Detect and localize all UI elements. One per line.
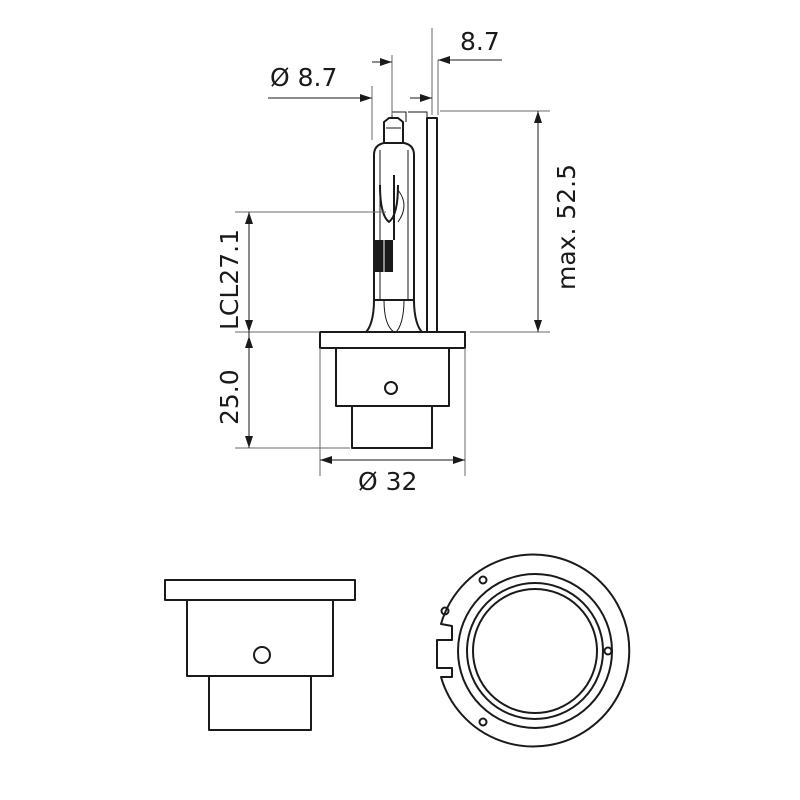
dim-lcl: LCL27.1 [215, 211, 386, 333]
base-side-flange [164, 579, 356, 601]
label-base-height: 25.0 [215, 369, 244, 425]
dim-base-diameter: Ø 32 [319, 348, 466, 496]
arc-chamber [379, 184, 399, 223]
label-lcl: LCL27.1 [215, 229, 244, 330]
label-max-length: max. 52.5 [552, 164, 581, 290]
base-hole [384, 381, 398, 395]
base-body [335, 347, 450, 407]
base-plug [351, 405, 433, 449]
dim-bulb-diameter: Ø 8.7 [268, 55, 393, 140]
base-top-mark-4 [478, 717, 488, 727]
base-side-hole [253, 646, 271, 664]
base-top-inner-ring [466, 582, 604, 720]
return-wire [426, 117, 438, 333]
base-side-plug [208, 675, 312, 731]
bulb-glass [373, 142, 415, 300]
dim-base-height: 25.0 [215, 332, 350, 449]
base-side-body [186, 599, 334, 677]
base-top-mark-1 [478, 575, 488, 585]
lamp-side-view [319, 111, 466, 449]
dim-max-length: max. 52.5 [440, 110, 581, 333]
label-base-diameter: Ø 32 [358, 467, 417, 496]
base-top-mark-2 [440, 606, 450, 616]
base-top-ring [457, 573, 613, 729]
bulb-neck-right [413, 299, 423, 333]
base-top-mark-3 [603, 646, 613, 656]
base-side-view [164, 579, 356, 731]
dim-wire-width: 8.7 [410, 27, 502, 115]
label-bulb-diameter: Ø 8.7 [270, 63, 337, 92]
bulb-neck-left [365, 299, 375, 333]
label-wire-width: 8.7 [460, 27, 500, 56]
bulb-tip [383, 117, 404, 143]
base-flange [319, 331, 466, 349]
base-top-view [436, 553, 631, 748]
base-top-lens [472, 588, 598, 714]
base-top-flange [436, 553, 631, 748]
